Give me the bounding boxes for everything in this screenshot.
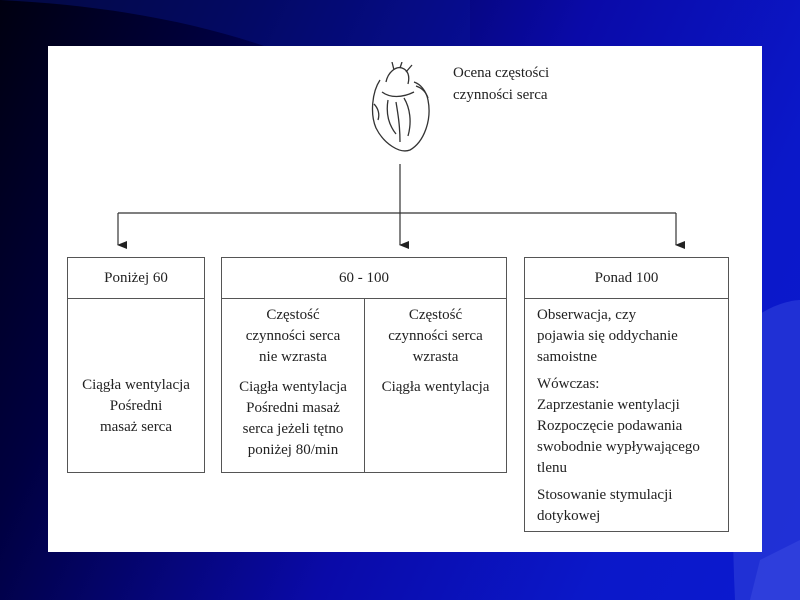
action-line: poniżej 80/min [247, 442, 339, 458]
flow-connectors [117, 164, 685, 249]
action-line: Pośredni masaż [246, 400, 340, 416]
box-below-60: Poniżej 60 Ciągła wentylacja Pośredni ma… [67, 257, 205, 473]
condition-line: nie wzrasta [259, 349, 327, 365]
box-line: masaż serca [99, 419, 173, 435]
box-header: 60 - 100 [222, 258, 506, 299]
box-line: Rozpoczęcie podawania [537, 418, 683, 434]
title-line-2: czynności serca [453, 87, 548, 103]
box-60-100: 60 - 100 Częstość czynności serca nie wz… [221, 257, 507, 473]
column-increasing: Częstość czynności serca wzrasta Ciągła … [364, 299, 506, 473]
condition-line: czynności serca [245, 328, 341, 344]
column-not-increasing: Częstość czynności serca nie wzrasta Cią… [222, 299, 364, 473]
box-line: samoistne [537, 349, 597, 365]
box-line: pojawia się oddychanie [537, 328, 678, 344]
condition-line: czynności serca [388, 328, 483, 344]
box-line: Zaprzestanie wentylacji [537, 397, 680, 413]
box-line: Stosowanie stymulacji [537, 487, 673, 503]
box-header: Ponad 100 [525, 258, 728, 299]
box-line: dotykowej [537, 508, 601, 524]
box-line: Obserwacja, czy [537, 307, 637, 323]
box-line: Pośredni [109, 398, 163, 414]
action-line: Ciągła wentylacja [239, 379, 347, 395]
box-line: Wówczas: [537, 376, 600, 392]
box-line: tlenu [537, 460, 567, 476]
condition-line: wzrasta [412, 349, 459, 365]
box-above-100: Ponad 100 Obserwacja, czy pojawia się od… [524, 257, 729, 532]
condition-line: Częstość [408, 307, 463, 323]
box-header: Poniżej 60 [68, 258, 204, 299]
diagram-title: Ocena częstości czynności serca [453, 62, 593, 106]
heart-icon [371, 62, 430, 152]
action-line: Ciągła wentylacja [381, 379, 490, 395]
box-line: Ciągła wentylacja [82, 377, 190, 393]
slide: Ocena częstości czynności serca Poniżej … [48, 46, 762, 552]
box-line: swobodnie wypływającego [537, 439, 700, 455]
action-line: serca jeżeli tętno [242, 421, 344, 437]
condition-line: Częstość [266, 307, 320, 323]
title-line-1: Ocena częstości [453, 65, 550, 81]
